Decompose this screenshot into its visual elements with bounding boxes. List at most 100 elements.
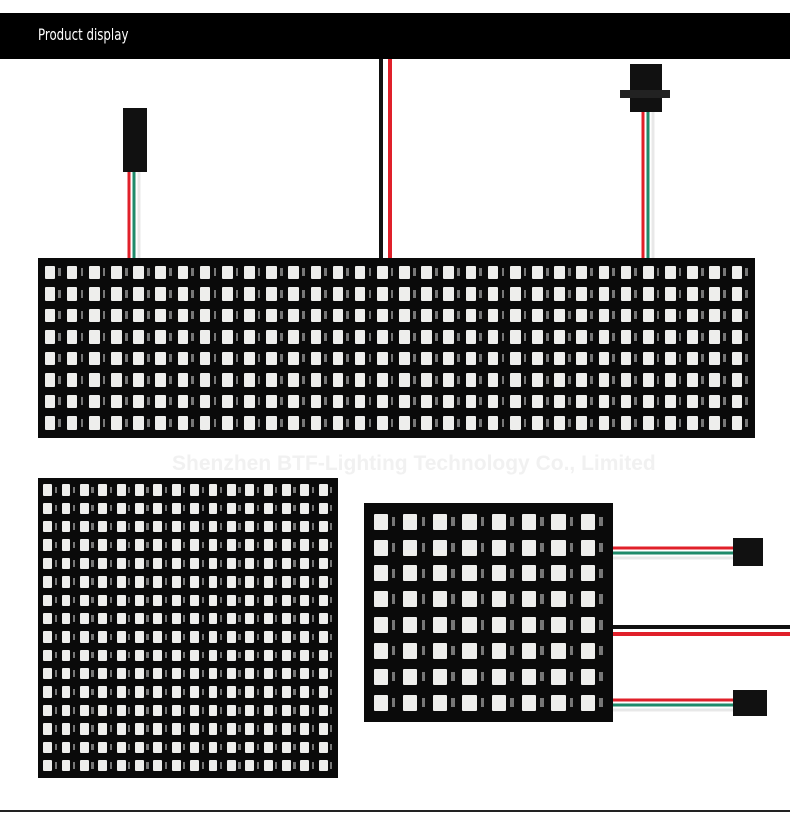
led-chip [243, 481, 261, 499]
led-chip [429, 690, 459, 716]
led-chip [429, 664, 459, 690]
led-chip [219, 348, 241, 370]
led-chip [151, 720, 169, 738]
led-chip [151, 683, 169, 701]
led-chip [729, 305, 751, 327]
led-chip [243, 738, 261, 756]
led-chip [308, 391, 330, 413]
led-chip [59, 665, 77, 683]
led-chip [131, 391, 153, 413]
led-chip [131, 370, 153, 392]
led-chip [485, 370, 507, 392]
led-chip [518, 638, 548, 664]
led-chip [225, 573, 243, 591]
led-chip [507, 284, 529, 306]
led-chip [548, 664, 578, 690]
led-chip [64, 262, 86, 284]
led-chip [197, 284, 219, 306]
led-chip [596, 413, 618, 435]
led-chip [78, 738, 96, 756]
led-chip [548, 535, 578, 561]
led-chip [662, 327, 684, 349]
led-chip [280, 518, 298, 536]
led-chip [133, 536, 151, 554]
led-chip [64, 348, 86, 370]
led-chip [188, 610, 206, 628]
led-chip [133, 665, 151, 683]
led-chip [262, 646, 280, 664]
led-chip [419, 284, 441, 306]
led-chip [400, 509, 430, 535]
led-chip [662, 348, 684, 370]
led-chip [206, 757, 224, 775]
led-chip [78, 665, 96, 683]
led-chip [243, 757, 261, 775]
led-chip [206, 628, 224, 646]
led-chip [518, 535, 548, 561]
led-chip [59, 555, 77, 573]
led-chip [131, 348, 153, 370]
led-chip [206, 738, 224, 756]
led-chip [529, 262, 551, 284]
led-chip [330, 413, 352, 435]
led-chip [86, 327, 108, 349]
led-chip [507, 391, 529, 413]
led-chip [317, 628, 335, 646]
led-chip [96, 499, 114, 517]
led-chip [41, 665, 59, 683]
led-chip [459, 638, 489, 664]
led-chip [618, 370, 640, 392]
led-chip [374, 327, 396, 349]
led-chip [241, 327, 263, 349]
led-chip [419, 348, 441, 370]
led-chip [241, 413, 263, 435]
led-chip [298, 683, 316, 701]
led-chip [241, 348, 263, 370]
led-chip [640, 284, 662, 306]
led-chip [151, 481, 169, 499]
led-chip [96, 665, 114, 683]
led-chip [78, 518, 96, 536]
led-chip [397, 413, 419, 435]
led-chip [596, 370, 618, 392]
led-chip [153, 391, 175, 413]
led-chip [459, 613, 489, 639]
led-chip [59, 683, 77, 701]
led-chip [96, 757, 114, 775]
led-chip [41, 499, 59, 517]
led-chip [133, 518, 151, 536]
led-chip [577, 613, 607, 639]
led-chip [441, 413, 463, 435]
led-chip [197, 370, 219, 392]
led-chip [133, 573, 151, 591]
led-chip [170, 573, 188, 591]
led-chip [262, 518, 280, 536]
led-chip [41, 683, 59, 701]
led-chip [42, 284, 64, 306]
led-chip [96, 536, 114, 554]
led-chip [225, 481, 243, 499]
led-chip [596, 391, 618, 413]
led-chip [429, 587, 459, 613]
led-chip [298, 499, 316, 517]
led-chip [78, 481, 96, 499]
led-chip [96, 610, 114, 628]
led-chip [153, 262, 175, 284]
led-chip [489, 690, 519, 716]
led-chip [41, 573, 59, 591]
led-chip [96, 555, 114, 573]
led-chip [153, 305, 175, 327]
led-chip [262, 702, 280, 720]
led-chip [618, 327, 640, 349]
led-chip [133, 591, 151, 609]
led-chip [352, 284, 374, 306]
led-chip [459, 587, 489, 613]
led-chip [280, 536, 298, 554]
led-chip [219, 262, 241, 284]
led-chip [489, 638, 519, 664]
led-chip [170, 591, 188, 609]
led-chip [96, 573, 114, 591]
led-chip [78, 628, 96, 646]
led-chip [280, 573, 298, 591]
led-chip [298, 555, 316, 573]
